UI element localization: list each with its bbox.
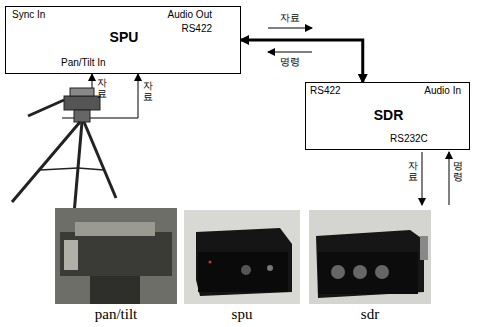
port-label: RS422 bbox=[310, 85, 341, 97]
port-label: Pan/Tilt In bbox=[61, 57, 106, 69]
signal-label: 명령 bbox=[453, 160, 463, 182]
sdr-photo bbox=[309, 210, 431, 304]
direction-arrow bbox=[268, 28, 312, 29]
signal-label: 명령 bbox=[280, 56, 300, 68]
signal-arrow bbox=[422, 152, 423, 205]
signal-arrow bbox=[62, 74, 138, 118]
device-box: RS422 Audio In SDR RS232C bbox=[305, 82, 470, 150]
photo-caption: sdr bbox=[361, 306, 379, 323]
signal-label: 자료 bbox=[143, 80, 153, 102]
direction-arrow bbox=[268, 52, 312, 53]
signal-label: 자료 bbox=[280, 12, 300, 24]
port-label: Sync In bbox=[12, 9, 45, 21]
spu-photo bbox=[184, 210, 300, 304]
port-label: RS422 bbox=[181, 23, 212, 35]
photo-caption: spu bbox=[232, 306, 253, 323]
port-label: Audio Out bbox=[168, 9, 212, 21]
signal-label: 자료 bbox=[408, 160, 418, 182]
tripod-drawing bbox=[12, 88, 116, 214]
photo-caption: pan/tilt bbox=[95, 306, 138, 323]
device-name: SPU bbox=[110, 29, 139, 45]
pan-tilt-photo bbox=[55, 208, 177, 304]
rs422-link bbox=[241, 40, 363, 82]
port-label: RS232C bbox=[390, 133, 428, 145]
device-box: Sync In Audio OutSPU RS422Pan/Tilt In bbox=[5, 6, 241, 74]
device-name: SDR bbox=[374, 107, 404, 123]
port-label: Audio In bbox=[424, 85, 461, 97]
signal-arrow bbox=[449, 152, 450, 205]
signal-label: 자료 bbox=[97, 77, 107, 99]
